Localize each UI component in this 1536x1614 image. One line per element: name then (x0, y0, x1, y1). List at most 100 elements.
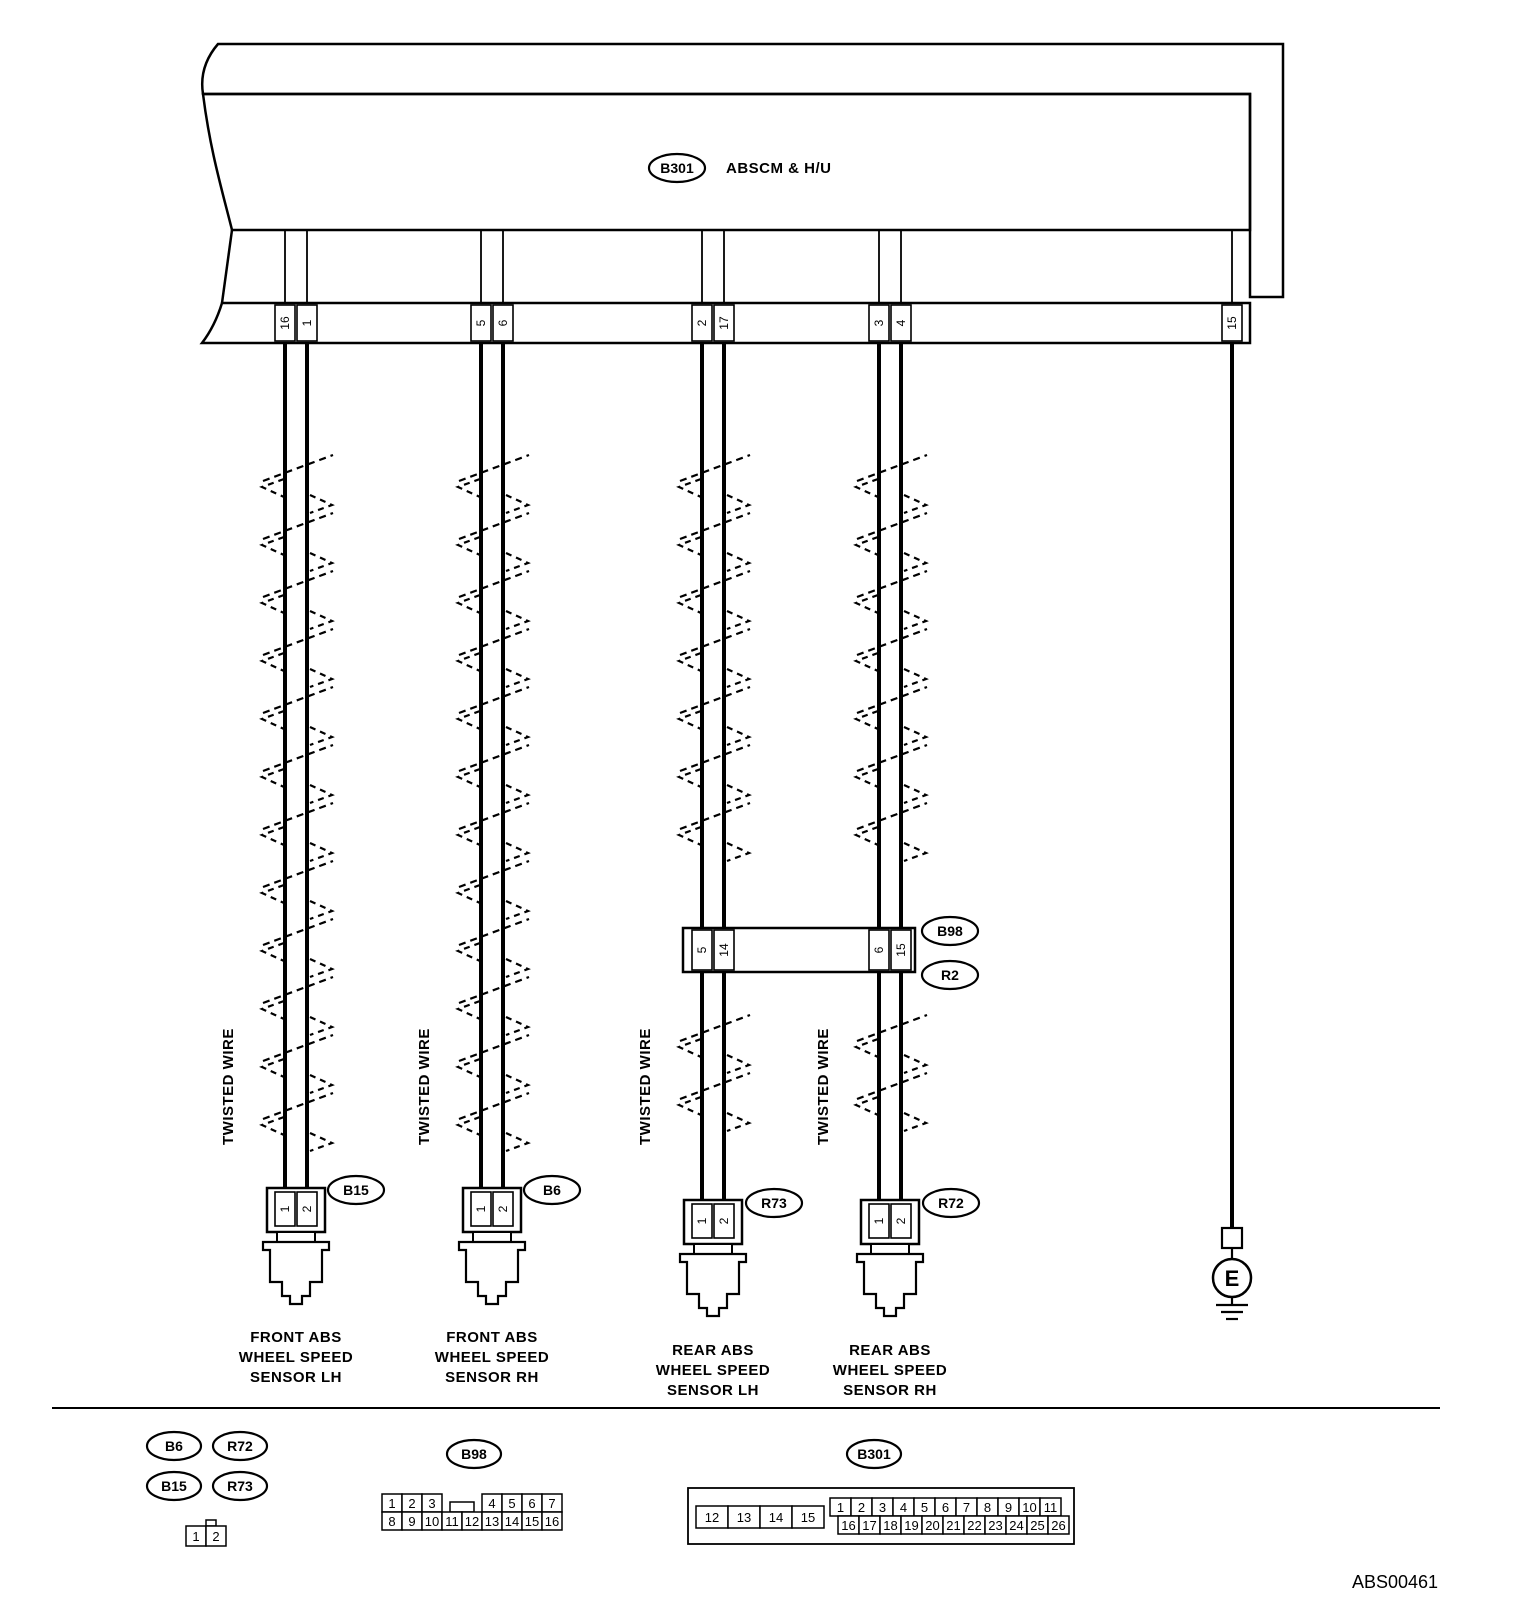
twist-chevron (853, 767, 879, 789)
legend-b301-cell-label: 17 (862, 1518, 876, 1533)
twist-line (458, 1033, 530, 1063)
header-pin-label: 6 (496, 319, 510, 326)
legend-b301-cell-label: 21 (946, 1518, 960, 1533)
legend-badge-b6-label: B6 (165, 1438, 183, 1454)
sensor-pin-label: 1 (278, 1205, 292, 1212)
twist-line (262, 801, 334, 831)
twist-chevron (505, 667, 531, 689)
twist-chevron (903, 841, 929, 863)
twist-chevron (259, 651, 285, 673)
intermediate-pin-box (713, 929, 735, 971)
sensor-neck (472, 1231, 512, 1243)
twist-line (458, 917, 530, 947)
sensor-badge-b15-outline (326, 1174, 386, 1206)
twist-chevron (259, 535, 285, 557)
legend-b301-cell-label: 18 (883, 1518, 897, 1533)
twist-chevron (259, 883, 285, 905)
twist-chevron (505, 493, 531, 515)
twisted-wire-label: TWISTED WIRE (220, 1028, 237, 1145)
legend-b98-cell-label: 7 (548, 1496, 555, 1511)
header-pin-label: 2 (695, 319, 709, 326)
twist-chevron (455, 825, 481, 847)
twist-line (262, 859, 334, 889)
header-pin-box (713, 304, 735, 342)
header-pin-label: 4 (894, 319, 908, 326)
twist-chevron (455, 651, 481, 673)
sensor-badge-r72: R72 (921, 1187, 981, 1219)
twist-line (679, 511, 751, 541)
twist-chevron (259, 999, 285, 1021)
legend-badge-b301: B301 (845, 1438, 903, 1470)
sensor-name-line: WHEEL SPEED (239, 1349, 353, 1366)
sensor-pin-label: 2 (496, 1205, 510, 1212)
twist-chevron (455, 535, 481, 557)
intermediate-pin-label: 5 (695, 946, 709, 953)
twist-line (679, 453, 751, 483)
legend-b98-cell-label: 12 (465, 1514, 479, 1529)
twist-chevron (505, 957, 531, 979)
header-pin-box (868, 304, 890, 342)
twist-chevron (676, 709, 702, 731)
legend-b301-large-label: 13 (737, 1510, 751, 1525)
legend-b98-cell (541, 1511, 563, 1531)
twist-chevron (676, 651, 702, 673)
legend-b301-large-label: 12 (705, 1510, 719, 1525)
legend-b98-cell-label: 9 (408, 1514, 415, 1529)
header-pin-box (1221, 304, 1243, 342)
twist-chevron (309, 783, 335, 805)
sensor-body (855, 1252, 925, 1318)
twist-chevron (259, 825, 285, 847)
twist-chevron (505, 551, 531, 573)
twist-line (262, 743, 334, 773)
twist-line (458, 569, 530, 599)
twist-line (679, 743, 751, 773)
legend-b301-cell-label: 20 (925, 1518, 939, 1533)
twist-chevron (309, 1131, 335, 1153)
twist-line (679, 1071, 751, 1101)
twist-line (856, 511, 928, 541)
sensor-name-line: SENSOR RH (843, 1382, 937, 1399)
sensor-pin-box (713, 1203, 735, 1239)
legend-b301-cell-label: 22 (967, 1518, 981, 1533)
b301-unit-badge-outline (647, 152, 707, 184)
twist-chevron (309, 1073, 335, 1095)
legend-b301-cell-label: 19 (904, 1518, 918, 1533)
intermediate-pin-label: 15 (894, 943, 908, 957)
legend-sensor-cell (205, 1525, 227, 1547)
sensor-neck (693, 1243, 733, 1255)
twist-chevron (903, 725, 929, 747)
twist-chevron (726, 493, 752, 515)
twist-chevron (676, 825, 702, 847)
legend-sensor-cell-label: 2 (212, 1529, 219, 1544)
legend-badge-r72-outline (211, 1430, 269, 1462)
twist-line (262, 627, 334, 657)
legend-b301-cell-label: 24 (1009, 1518, 1023, 1533)
sensor-badge-b6: B6 (522, 1174, 582, 1206)
twist-chevron (309, 667, 335, 689)
twist-line (458, 511, 530, 541)
sensor-pin-box (691, 1203, 713, 1239)
legend-badge-b301-label: B301 (857, 1446, 891, 1462)
legend-b98-cell-label: 11 (445, 1514, 459, 1529)
legend-badge-r73: R73 (211, 1470, 269, 1502)
sensor-name-line: FRONT ABS (250, 1329, 341, 1346)
header-pin-label: 15 (1225, 316, 1239, 330)
twist-line (262, 975, 334, 1005)
legend-b301-cell-label: 10 (1022, 1500, 1036, 1515)
twist-line (262, 917, 334, 947)
twist-line (458, 627, 530, 657)
legend-b98-cell-label: 13 (485, 1514, 499, 1529)
badges: B301 (647, 152, 707, 184)
twist-line (458, 685, 530, 715)
legend-b98-key (449, 1501, 475, 1513)
twist-line (458, 859, 530, 889)
twist-chevron (309, 841, 335, 863)
twist-chevron (309, 493, 335, 515)
sensor-name-line: WHEEL SPEED (435, 1349, 549, 1366)
twist-line (856, 453, 928, 483)
